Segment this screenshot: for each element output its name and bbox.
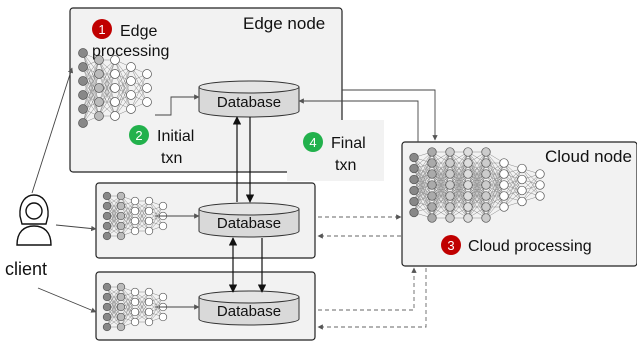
cloud-node-title: Cloud node <box>545 147 632 166</box>
final-txn-line1: Final <box>331 135 366 152</box>
step-1-label-line1: Edge <box>120 23 157 40</box>
edge-internal-flow <box>155 94 200 310</box>
client-label: client <box>5 259 47 279</box>
edge-neural-network <box>78 48 152 128</box>
step-2-number: 2 <box>135 128 142 143</box>
replica-1-database: Database <box>198 202 300 238</box>
edge-node-title: Edge node <box>243 14 325 33</box>
step-1-label-line2: processing <box>92 43 169 60</box>
edge-database-label: Database <box>217 94 281 111</box>
edge-cloud-links <box>298 89 438 142</box>
step-3-label: Cloud processing <box>468 238 592 255</box>
step-3-number: 3 <box>447 238 454 253</box>
step-2-label-line1: Initial <box>157 128 194 145</box>
replica-2-neural-network <box>102 282 168 332</box>
replica-2-database: Database <box>198 290 300 326</box>
db-replication-arrows <box>228 116 267 293</box>
step-1-number: 1 <box>98 22 105 37</box>
cloud-neural-network <box>409 147 545 223</box>
client-person-icon <box>16 194 52 246</box>
step-2-label-line2: txn <box>161 150 182 167</box>
step-1-badge <box>92 19 112 39</box>
edge-database: Database <box>198 80 300 118</box>
replica-2-database-label: Database <box>217 303 281 320</box>
final-txn-callout <box>287 120 384 181</box>
step-3-badge <box>441 235 461 255</box>
step-4-number: 4 <box>309 135 316 150</box>
final-txn-line2: txn <box>335 157 356 174</box>
replica-cloud-dashed-links <box>317 214 427 330</box>
replica-1-neural-network <box>102 191 168 241</box>
step-2-badge <box>129 125 149 145</box>
client-request-arrows <box>31 67 97 313</box>
step-4-badge <box>303 132 323 152</box>
replica-1-database-label: Database <box>217 215 281 232</box>
